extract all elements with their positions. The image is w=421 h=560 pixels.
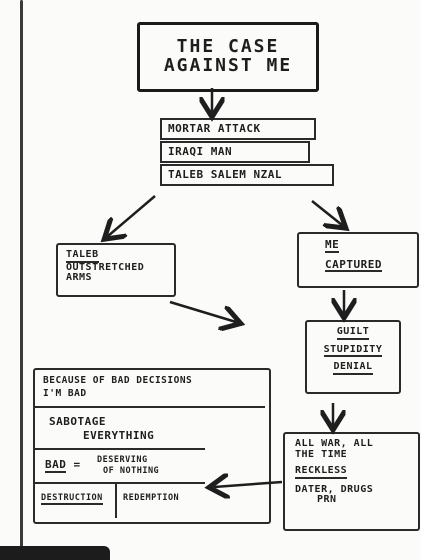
- destruction-label: DESTRUCTION: [41, 493, 103, 505]
- guilt-item-3: DENIAL: [333, 361, 373, 375]
- divider-vertical: [115, 484, 117, 518]
- title-line-2: AGAINST ME: [163, 55, 293, 76]
- me-captured-box: ME CAPTURED: [297, 232, 419, 288]
- allwar-line-1: ALL WAR, ALL: [295, 438, 374, 449]
- allwar-line-3: RECKLESS: [295, 465, 348, 479]
- margin-line: [20, 0, 23, 548]
- all-war-box: ALL WAR, ALL THE TIME RECKLESS DATER, DR…: [283, 432, 420, 531]
- taleb-line-1: OUTSTRETCHED: [66, 261, 145, 273]
- left-line-3: SABOTAGE: [49, 415, 106, 428]
- divider-2: [35, 448, 205, 450]
- arrow-taleb-to-center: [169, 300, 236, 322]
- deserving-line-1: DESERVING: [97, 455, 148, 465]
- redemption-label: REDEMPTION: [123, 493, 180, 503]
- divider-1: [35, 406, 265, 408]
- left-line-1: BECAUSE OF BAD DECISIONS: [43, 375, 193, 386]
- stack-item-taleb: TALEB SALEM NZAL: [160, 164, 334, 186]
- title-line-1: THE CASE: [176, 36, 280, 58]
- left-line-4: EVERYTHING: [83, 429, 155, 442]
- me-line-2: CAPTURED: [325, 257, 382, 273]
- me-line-1: ME: [325, 238, 340, 253]
- bad-label: BAD: [45, 458, 67, 473]
- allwar-line-4: DATER, DRUGS: [295, 483, 374, 495]
- allwar-line-5: PRN: [317, 494, 337, 505]
- stack-label-3: TALEB SALEM NZAL: [168, 168, 282, 182]
- bad-decisions-box: BECAUSE OF BAD DECISIONS I'M BAD SABOTAG…: [33, 368, 271, 524]
- marker-tray: [0, 546, 110, 560]
- stack-item-iraqi: IRAQI MAN: [160, 141, 310, 163]
- title-box: THE CASE AGAINST ME: [137, 22, 319, 92]
- left-line-2: I'M BAD: [43, 388, 87, 399]
- stack-item-mortar: MORTAR ATTACK: [160, 118, 316, 140]
- guilt-item-1: GUILT: [336, 326, 370, 340]
- taleb-box: TALEB OUTSTRETCHED ARMS: [56, 243, 176, 297]
- stack-label-1: MORTAR ATTACK: [168, 122, 261, 136]
- arrow-stack-to-taleb: [108, 195, 156, 236]
- deserving-line-2: OF NOTHING: [103, 466, 160, 476]
- arrow-allwar-to-left: [214, 482, 283, 487]
- taleb-name: TALEB: [66, 249, 99, 263]
- divider-3: [35, 482, 205, 484]
- arrow-stack-to-me: [311, 200, 342, 225]
- stack-label-2: IRAQI MAN: [168, 145, 233, 159]
- taleb-line-2: ARMS: [66, 272, 93, 283]
- equals-sign: =: [73, 458, 81, 471]
- allwar-line-2: THE TIME: [295, 448, 348, 460]
